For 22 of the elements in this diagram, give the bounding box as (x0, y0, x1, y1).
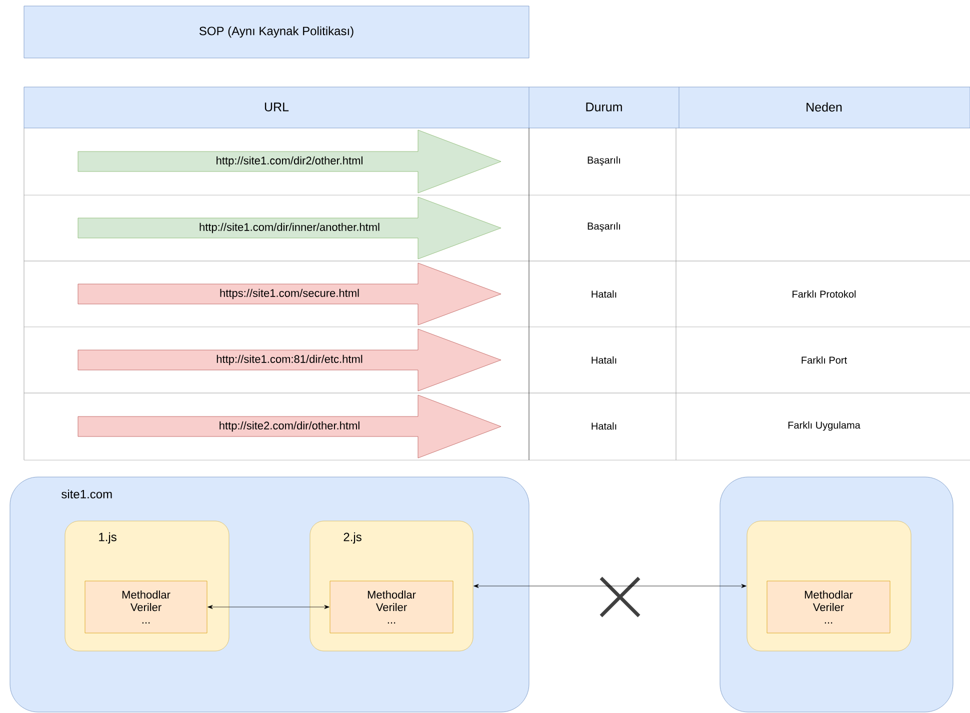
table-cell-text: Farklı Port (802, 356, 847, 364)
table-cell-text: Farklı Uygulama (788, 421, 860, 431)
table-cell-text: Hatalı (592, 356, 616, 364)
title-box: SOP (Aynı Kaynak Politikası) (24, 6, 530, 58)
table-cell-text: Hatalı (592, 290, 616, 298)
url-banner: http://site1.com:81/dir/etc.html (78, 328, 502, 392)
column-header: Neden (806, 102, 842, 112)
url-banner: http://site1.com/dir/inner/another.html (78, 196, 502, 260)
table-cell-text: Başarılı (588, 222, 620, 232)
table-cell-text: Başarılı (588, 156, 620, 166)
table-cell-text: Farklı Protokol (792, 290, 856, 298)
url-banner: http://site2.com/dir/other.html (78, 394, 502, 458)
column-header: URL (264, 102, 289, 112)
content-box: Methodlar Veriler ... (330, 580, 454, 634)
double-arrow (474, 584, 746, 588)
url-banner: https://site1.com/secure.html (78, 262, 502, 326)
url-banner: http://site1.com/dir2/other.html (78, 130, 502, 194)
content-box: Methodlar Veriler ... (84, 580, 208, 634)
column-header: Durum (586, 102, 622, 112)
table-cell-text: Hatalı (592, 422, 616, 430)
content-box: Methodlar Veriler ... (766, 580, 890, 634)
double-arrow (208, 605, 330, 609)
